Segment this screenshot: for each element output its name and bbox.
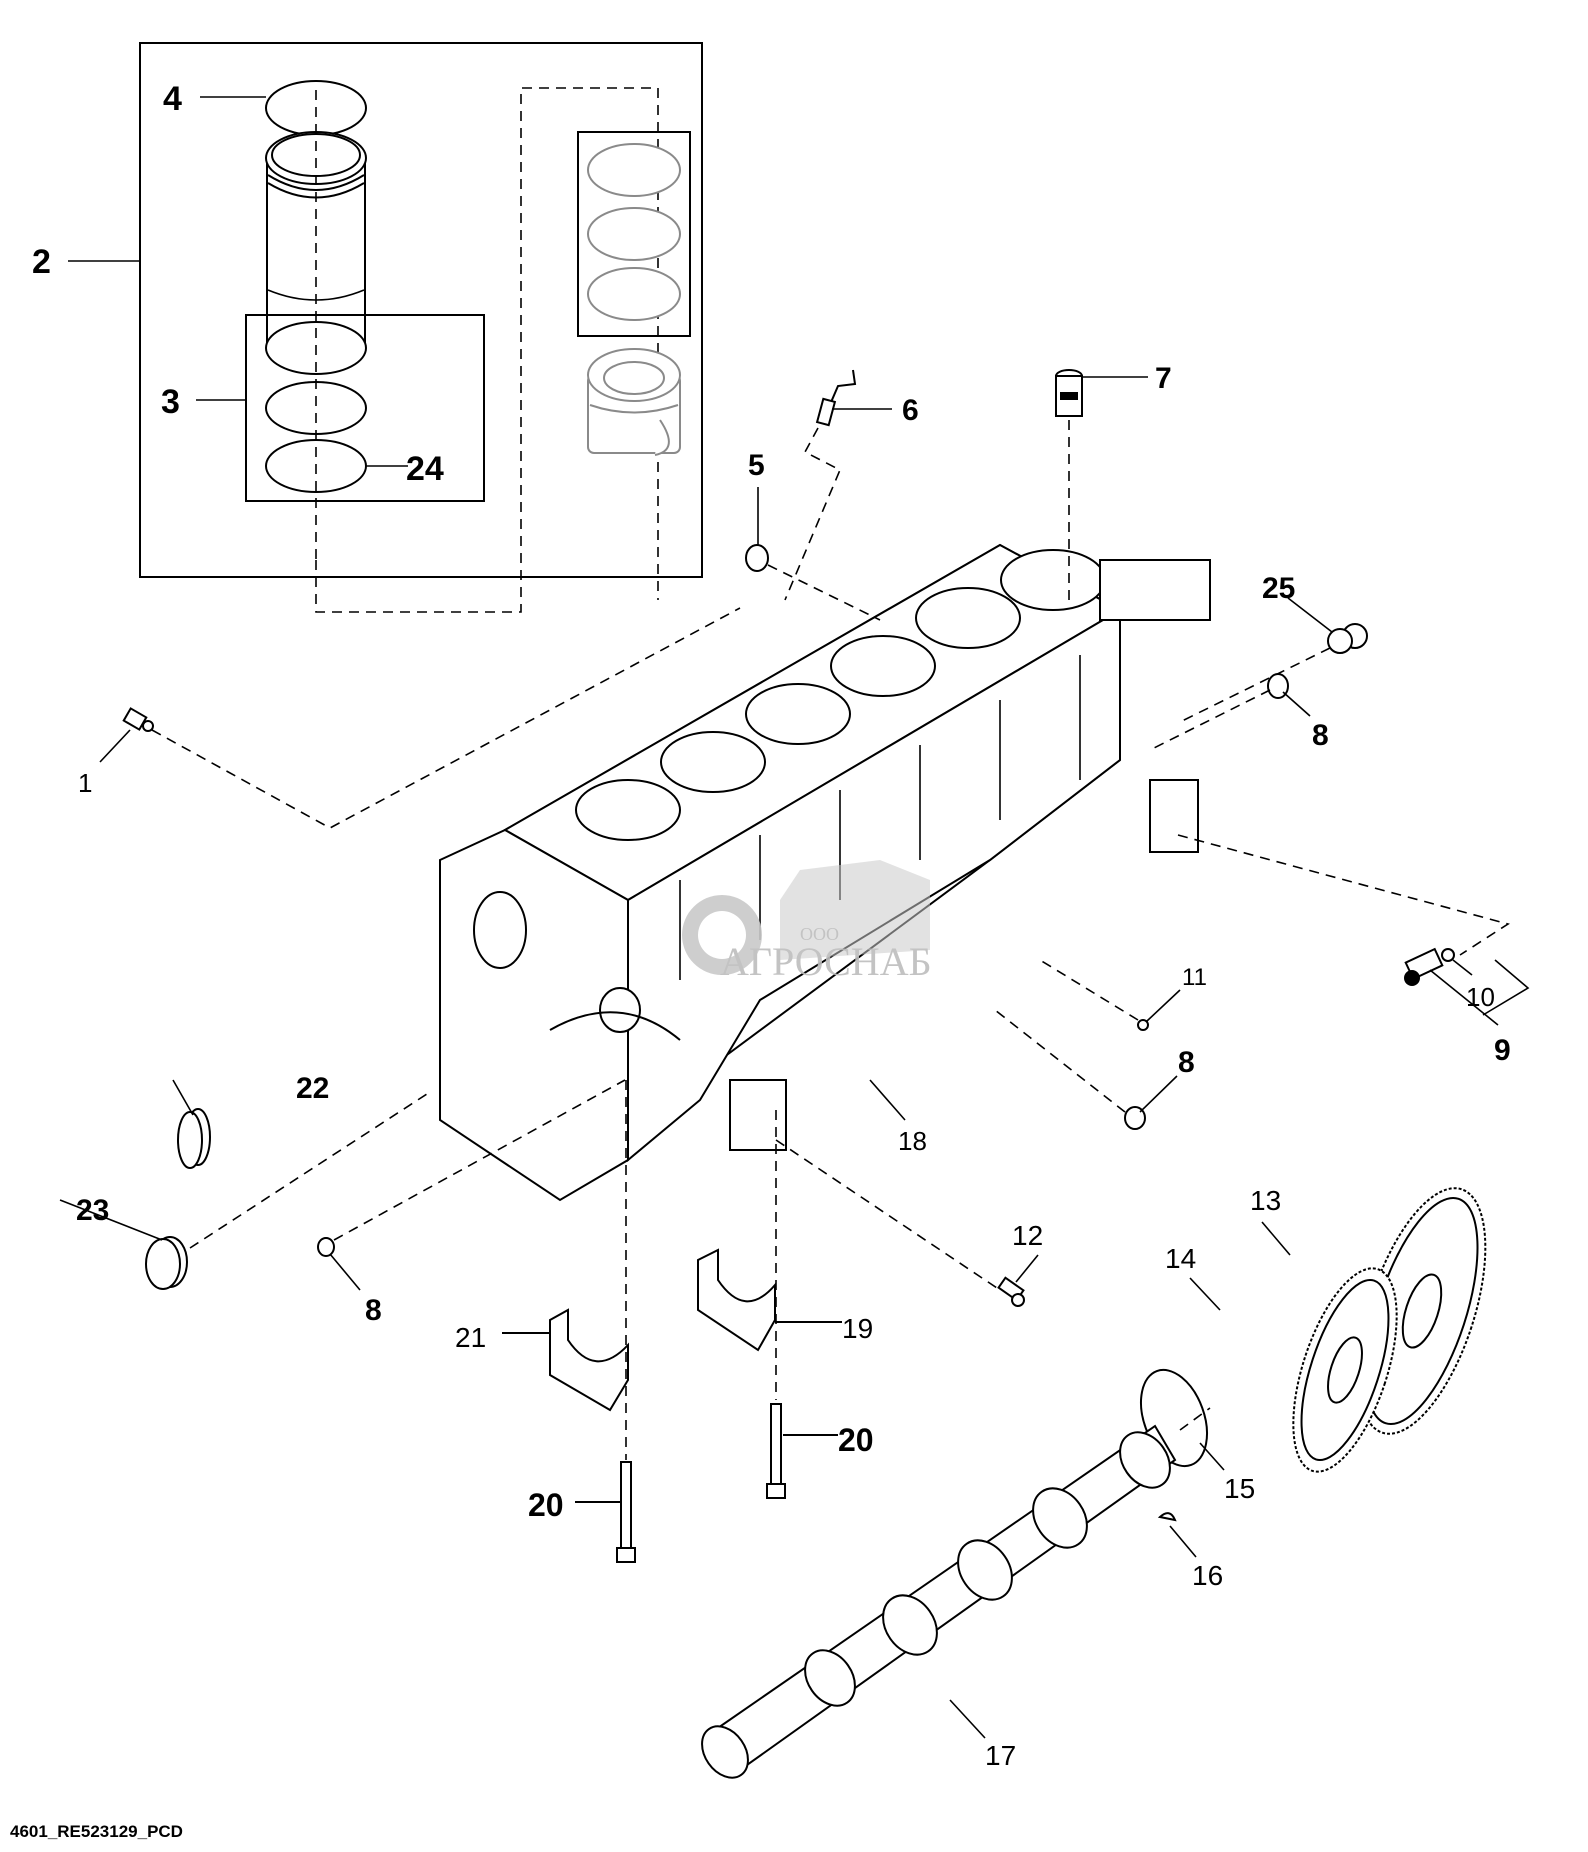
callout-15[interactable]: 15 [1224,1473,1255,1504]
plug-25-part [1327,623,1368,654]
callout-18[interactable]: 18 [898,1126,927,1156]
bearing-cap-21-part [549,1308,629,1412]
dash-8b [994,1009,1126,1113]
leader-8b [1139,1075,1178,1113]
dash-23 [189,1091,431,1249]
bearing-cap-19-part [697,1248,776,1352]
callout-8c[interactable]: 8 [365,1294,382,1327]
bracket-9-10 [1482,959,1530,1016]
piston-ring-top-part [587,143,681,197]
callout-23[interactable]: 23 [76,1194,109,1227]
dash-1 [151,607,741,829]
leader-15 [1199,1442,1225,1471]
watermark-name: АГРОСНАБ [720,939,932,984]
leader-25 [1287,597,1333,633]
cap-screw-20-right-part [766,1403,786,1499]
ball-11-part [1137,1019,1149,1031]
seal-ring-23-part [145,1236,188,1290]
leader-9 [1429,969,1499,1026]
callout-25[interactable]: 25 [1262,572,1295,605]
callout-6[interactable]: 6 [902,394,919,427]
callout-11[interactable]: 11 [1182,964,1207,991]
dash-6 [784,427,842,601]
callout-22[interactable]: 22 [296,1072,329,1105]
o-ring-10-part [1441,948,1455,962]
dash-12 [775,1139,1001,1291]
plug-9-part [1404,947,1444,986]
callout-5[interactable]: 5 [748,449,765,482]
callout-12[interactable]: 12 [1012,1220,1043,1251]
dash-8a [1149,689,1271,751]
callout-19[interactable]: 19 [842,1313,873,1344]
leader-22 [172,1079,194,1116]
watermark-prefix: ООО [800,924,839,944]
callout-8b[interactable]: 8 [1178,1046,1195,1079]
callout-10[interactable]: 10 [1466,982,1495,1012]
piston-ring-second-part [587,207,681,261]
plug-8-left-part [317,1237,335,1257]
dash-9 [1177,834,1510,956]
cup-plug-5-part [745,544,769,572]
dash-25 [1179,647,1331,723]
callout-2[interactable]: 2 [32,243,51,281]
callout-21[interactable]: 21 [455,1322,486,1353]
leader-13 [1261,1221,1291,1256]
plug-8-middle-part [1124,1106,1146,1130]
watermark-logo: ООО АГРОСНАБ [682,860,932,984]
callout-4[interactable]: 4 [163,80,182,118]
leader-18 [869,1079,906,1121]
dash-camshaft [1179,1407,1211,1431]
leader-8a [1282,691,1311,717]
callout-17[interactable]: 17 [985,1740,1016,1771]
piston-rings-box [577,131,691,337]
drawing-code: 4601_RE523129_PCD [10,1822,183,1841]
fitting-12-part [997,1276,1025,1307]
piston-part [587,348,681,456]
fitting-7-part [1055,369,1083,417]
callout-9[interactable]: 9 [1494,1034,1511,1067]
leader-1 [99,729,131,763]
bushing-22-part [177,1108,211,1169]
leader-14 [1189,1277,1221,1311]
callout-24[interactable]: 24 [406,450,444,488]
callout-1[interactable]: 1 [78,768,92,798]
leader-11 [1146,989,1181,1022]
cooling-nozzle-6-part [815,369,857,427]
dash-11 [1039,959,1139,1021]
woodruff-key-16-part [1157,1512,1177,1522]
leader-17 [949,1699,986,1739]
gear-14-part [1292,1267,1398,1473]
dash-8c [333,1079,626,1241]
cap-screw-20-left-part [616,1461,636,1563]
callout-20b[interactable]: 20 [838,1422,874,1458]
callout-8a[interactable]: 8 [1312,719,1329,752]
leader-8c [329,1253,361,1291]
leader-23 [59,1199,163,1241]
seal-ring-middle-part [265,381,367,435]
dash-5 [767,564,881,621]
callout-7[interactable]: 7 [1155,362,1172,395]
callout-3[interactable]: 3 [161,383,180,421]
callout-16[interactable]: 16 [1192,1560,1223,1591]
leader-16 [1169,1525,1197,1558]
plug-1-part [122,707,154,732]
callout-14[interactable]: 14 [1165,1243,1196,1274]
leader-12 [1015,1254,1039,1283]
leader-10 [1452,959,1473,976]
seal-set-box [245,314,485,502]
piston-ring-oil-part [587,267,681,321]
gear-13-part [1357,1187,1487,1435]
liner-kit-box [139,42,703,578]
camshaft-17-part [701,1424,1177,1779]
callout-13[interactable]: 13 [1250,1185,1281,1216]
callout-20a[interactable]: 20 [528,1487,564,1523]
